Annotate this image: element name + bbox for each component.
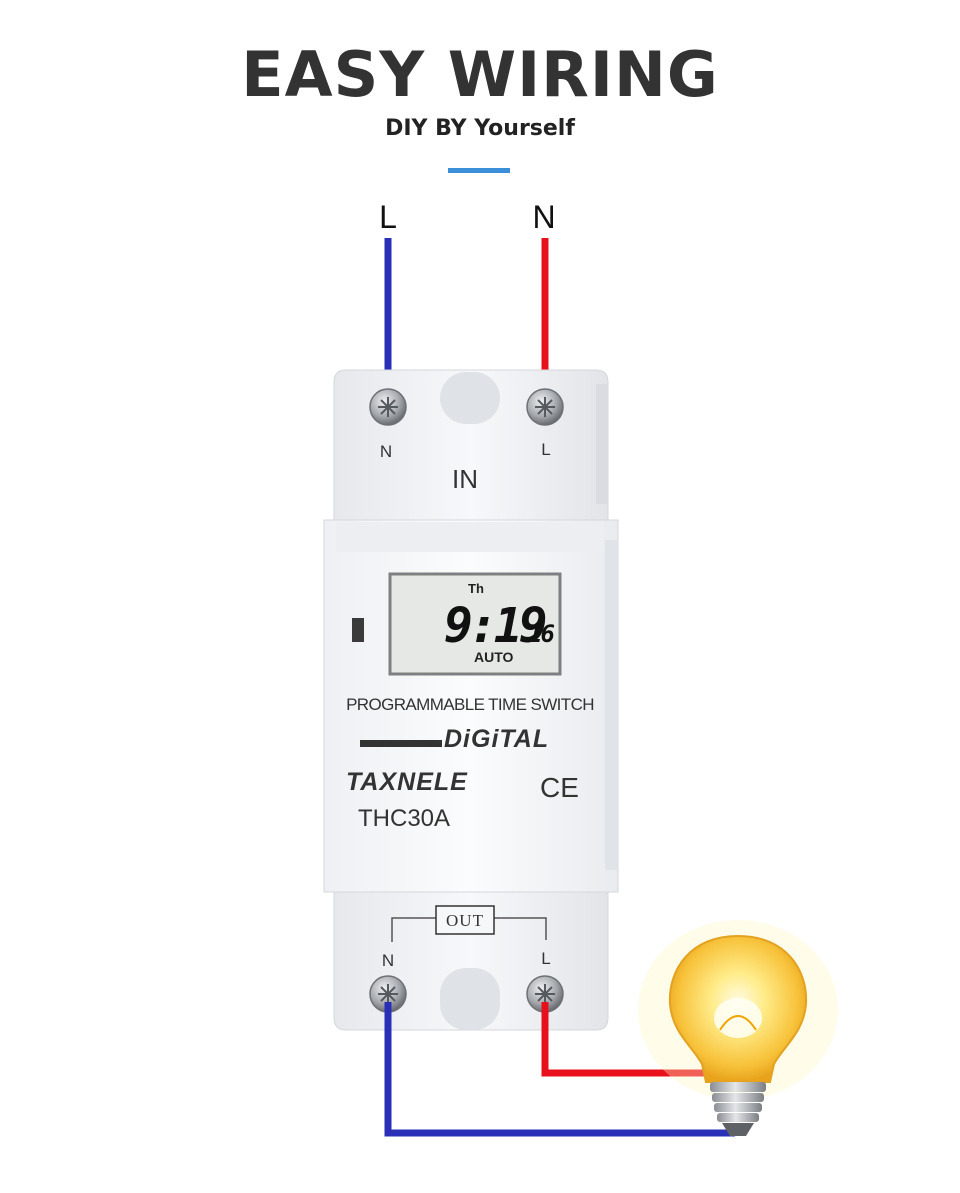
output-caption: OUT <box>446 911 484 930</box>
bottom-screw-n <box>369 975 407 1013</box>
top-screw-l <box>526 388 564 426</box>
input-label-n: N <box>532 199 555 235</box>
series-label: DiGiTAL <box>444 725 549 753</box>
lcd-seconds: 16 <box>528 620 554 648</box>
lcd-time: 9:19 <box>444 598 546 654</box>
input-caption: IN <box>452 464 478 494</box>
lcd-display: Th 9:19 16 AUTO <box>388 572 562 676</box>
bottom-screw-l <box>526 975 564 1013</box>
light-bulb-icon <box>638 920 838 1136</box>
top-terminal-l-label: L <box>541 440 550 459</box>
output-wire-blue <box>384 1002 735 1137</box>
title-accent-bar <box>448 168 510 173</box>
model-label: THC30A <box>358 805 450 832</box>
brand-label: TAXNELE <box>346 768 468 796</box>
output-bracket <box>391 905 547 942</box>
page-title: EASY WIRING <box>241 38 719 111</box>
page-subtitle: DIY BY Yourself <box>385 116 575 141</box>
input-label-l: L <box>379 199 397 235</box>
reset-slot <box>352 618 364 642</box>
lcd-day: Th <box>468 581 484 596</box>
top-terminal-n-label: N <box>380 442 392 461</box>
bottom-terminal-l-label: L <box>541 949 550 968</box>
output-wire-red <box>541 1002 708 1077</box>
product-type-label: PROGRAMMABLE TIME SWITCH <box>346 695 594 714</box>
ce-mark: CE <box>540 772 579 803</box>
bottom-terminal-n-label: N <box>382 951 394 970</box>
top-screw-n <box>369 388 407 426</box>
series-underline <box>360 740 442 747</box>
lcd-mode: AUTO <box>474 649 514 665</box>
